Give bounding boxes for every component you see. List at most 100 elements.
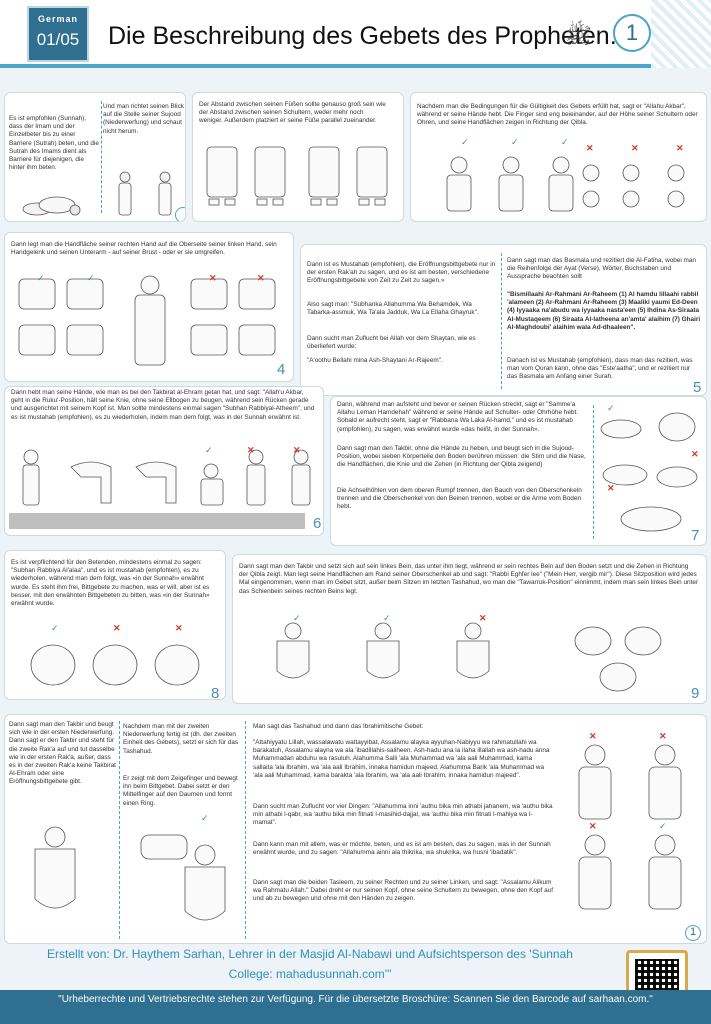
standing-figure: [158, 171, 172, 216]
step-number: 7: [691, 527, 700, 544]
panel-quote: "Bismillaahi Ar-Rahmani Ar-Raheem (1) Al…: [507, 291, 701, 331]
divider: [593, 405, 594, 539]
wrong-icon: ✕: [479, 613, 487, 623]
prostrating-figures: [30, 644, 200, 686]
step-number: 5: [693, 379, 702, 396]
raising-hands-figures: [446, 156, 685, 212]
divider: [501, 253, 502, 389]
page-header: German 01/05 Die Beschreibung des Gebets…: [0, 0, 711, 68]
panel-text: Dann sagt man die beiden Tasleem, zu sei…: [253, 879, 553, 903]
step-number: 3: [693, 221, 701, 222]
step-number: [175, 207, 185, 221]
panel-text: Danach ist es Mustahab (empfohlen), dass…: [507, 357, 693, 381]
panel-tashahud: Dann sagt man den Takbir und beugt sich …: [4, 714, 707, 944]
wrong-icon: ✕: [589, 821, 597, 831]
prostration-figures: [600, 412, 698, 532]
panel-quote: Also sagt man: "Subhanka Allahumma Wa Be…: [307, 301, 479, 317]
gray-bar: [9, 513, 305, 529]
wrong-icon: ✕: [607, 483, 615, 493]
panel-ruku: Dann hebt man seine Hände, wie man es be…: [4, 386, 324, 536]
divider: [245, 721, 246, 939]
correct-icon: ✓: [201, 813, 209, 823]
wrong-icon: ✕: [113, 623, 121, 633]
panel-sutrah: Es ist empfohlen (Sunnah), dass der Imam…: [4, 92, 186, 222]
panel-text: Dann sagt man den Takbir und setzt sich …: [239, 563, 699, 595]
step-number: 8: [211, 685, 220, 700]
wrong-icon: ✕: [691, 449, 699, 459]
panel-sujood-dhikr: Es ist verpflichtend für den Betenden, m…: [4, 550, 226, 700]
wrong-icon: ✕: [209, 273, 217, 283]
panel-text: Er zeigt mit dem Zeigefinger und bewegt …: [123, 775, 238, 807]
wrong-icon: ✕: [247, 445, 255, 455]
panel-opening-supplication: Dann ist es Mustahab (empfohlen), die Er…: [300, 244, 707, 396]
wrong-icon: ✕: [175, 623, 183, 633]
panel-takbir: Nachdem man die Bedingungen für die Gült…: [410, 92, 707, 222]
bowing-figures: [22, 449, 311, 506]
wrong-icon: ✕: [676, 143, 684, 153]
wrong-icon: ✕: [589, 731, 597, 741]
panel-text: Dann sucht man Zuflucht bei Allah vor de…: [307, 335, 476, 351]
seated-figures: [34, 826, 226, 921]
step-number: 1: [685, 925, 701, 941]
panel-text: Nachdem man mit der zweiten Niederwerfun…: [123, 723, 239, 755]
step-number: 2: [393, 221, 401, 222]
step-number: 9: [691, 685, 700, 702]
panel-sitting: Dann sagt man den Takbir und setzt sich …: [232, 554, 707, 704]
correct-icon: ✓: [205, 445, 213, 455]
panel-text: Und man richtet seinen Blick auf die Ste…: [103, 103, 184, 135]
footer-rights: "Urheberrechte und Vertriebsrechte stehe…: [0, 990, 711, 1024]
prostrating-figure: [22, 196, 81, 216]
correct-icon: ✓: [659, 821, 667, 831]
panel-text: Die Achselhöhlen von dem oberen Rumpf tr…: [337, 487, 582, 511]
wrong-icon: ✕: [586, 143, 594, 153]
wrong-icon: ✕: [631, 143, 639, 153]
correct-icon: ✓: [87, 273, 95, 283]
correct-icon: ✓: [511, 137, 519, 147]
divider: [101, 101, 102, 213]
honorific-glyph: ﷺ: [565, 24, 592, 49]
correct-icon: ✓: [607, 403, 615, 413]
sitting-figures: [276, 622, 662, 692]
divider: [119, 721, 120, 939]
step-number: 6: [313, 515, 322, 532]
correct-icon: ✓: [293, 613, 301, 623]
correct-icon: ✓: [561, 137, 569, 147]
standing-figure: [118, 171, 132, 216]
page-number: 01/05: [36, 30, 80, 49]
panel-quote: "A'oothu Bellahi mina Ash-Shaytani Ar-Ra…: [307, 357, 443, 364]
panel-text: Der Abstand zwischen seinen Füßen sollte…: [199, 101, 386, 125]
panel-text: Dann sagt man das Basmala und rezitiert …: [507, 257, 696, 281]
correct-icon: ✓: [51, 623, 59, 633]
tasleem-figures: [578, 744, 682, 910]
correct-icon: ✓: [37, 273, 45, 283]
panel-text: Dann sagt man den Takbir, ohne die Hände…: [337, 445, 586, 469]
footer-credit: Erstellt von: Dr. Haythem Sarhan, Lehrer…: [47, 947, 573, 981]
panel-text: Dann legt man die Handfläche seiner rech…: [11, 241, 277, 257]
correct-icon: ✓: [383, 613, 391, 623]
panel-text: Es ist empfohlen (Sunnah), dass der Imam…: [9, 115, 99, 172]
panel-text: Nachdem man die Bedingungen für die Gült…: [417, 103, 698, 127]
panel-hands-on-chest: Dann legt man die Handfläche seiner rech…: [4, 232, 294, 382]
panel-text: Dann sucht man Zuflucht vor vier Dingen:…: [253, 803, 553, 827]
panel-text: Es ist verpflichtend für den Betenden, m…: [11, 559, 210, 608]
language-badge: German 01/05: [27, 6, 89, 62]
language-label: German: [37, 14, 78, 24]
panel-text: Man sagt das Tashahud und dann das Ibrah…: [253, 723, 424, 730]
panel-foot-distance: Der Abstand zwischen seinen Füßen sollte…: [192, 92, 404, 222]
section-number-circle: 1: [613, 14, 651, 52]
wrong-icon: ✕: [293, 445, 301, 455]
header-pattern: [651, 0, 711, 68]
panel-text: Dann, während man aufsteht und bevor er …: [337, 401, 579, 433]
panel-text: Dann sagt man den Takbir und beugt sich …: [9, 721, 116, 786]
panel-text: Dann ist es Mustahab (empfohlen), die Er…: [307, 261, 496, 285]
step-number: 4: [277, 361, 286, 378]
correct-icon: ✓: [461, 137, 469, 147]
panel-quote: "Attahiyyatu Lillah, wassalawatu wattayy…: [253, 739, 550, 779]
feet-position-figures: [206, 146, 388, 206]
hand-placement-figures: [18, 275, 276, 366]
panel-text: Dann hebt man seine Hände, wie man es be…: [11, 389, 315, 421]
wrong-icon: ✕: [257, 273, 265, 283]
panel-sujood: Dann, während man aufsteht und bevor er …: [330, 396, 707, 546]
panel-text: Dann kann man mit allem, was er möchte, …: [253, 841, 551, 857]
page-title: Die Beschreibung des Gebets des Prophete…: [108, 22, 617, 50]
